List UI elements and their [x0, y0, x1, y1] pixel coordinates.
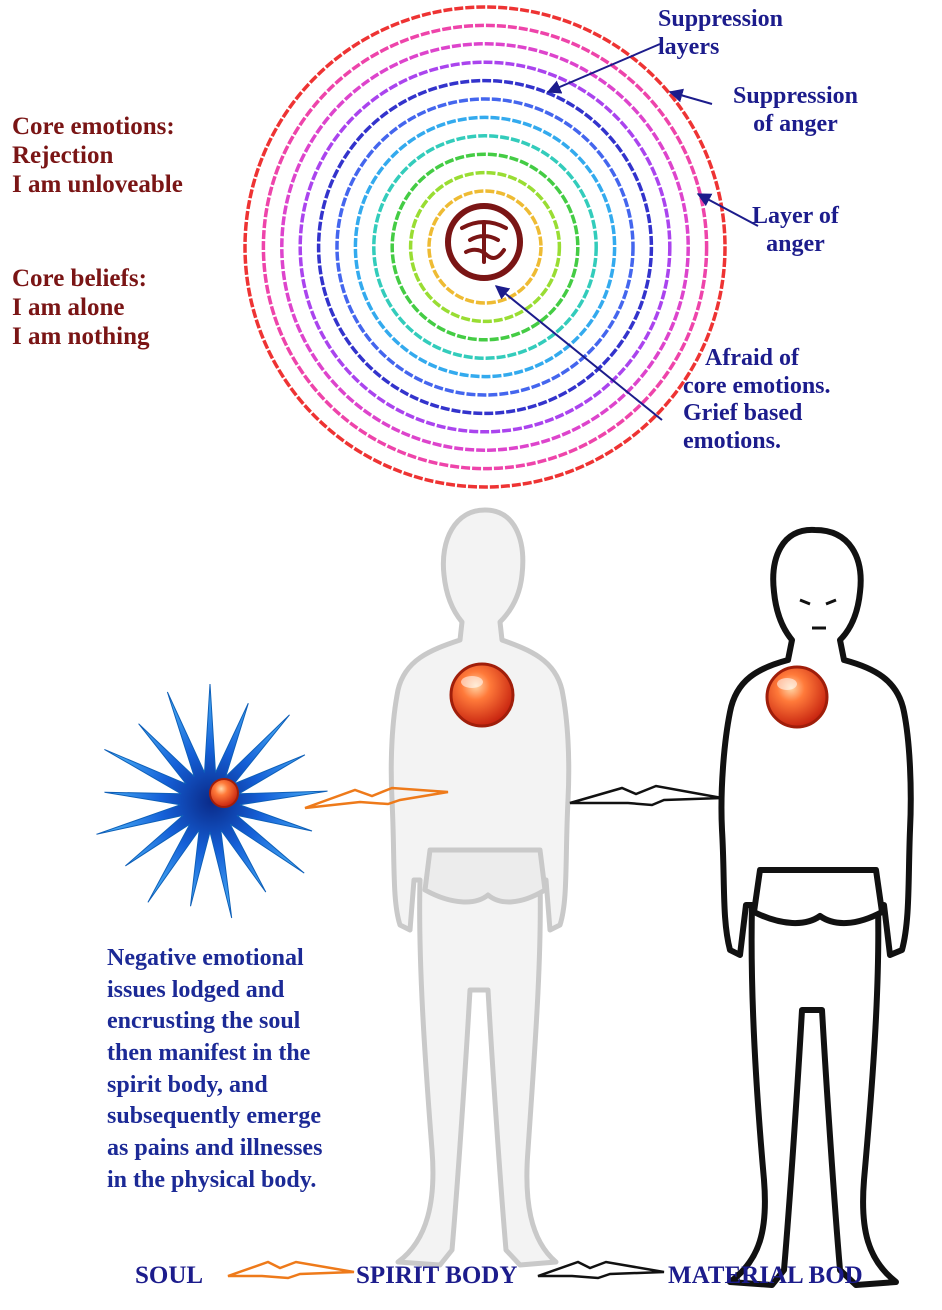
explanation-paragraph: Negative emotional issues lodged and enc…: [107, 943, 322, 1196]
starburst-icon: [97, 684, 328, 918]
black-bolt-icon: [538, 1262, 664, 1278]
arrow-layer-of-anger: [698, 194, 758, 226]
core-belief-line: I am alone: [12, 294, 150, 323]
material-heart-icon: [767, 667, 827, 727]
swirl-circle-icon: [448, 206, 520, 278]
spirit-body-figure: [391, 510, 569, 1265]
label-material-body: MATERIAL BOD: [668, 1262, 863, 1291]
spirit-heart-icon: [451, 664, 513, 726]
core-beliefs-block: Core beliefs: I am alone I am nothing: [12, 265, 150, 351]
core-belief-line: I am nothing: [12, 323, 150, 352]
label-suppression-layers: Suppression layers: [658, 6, 783, 61]
label-soul: SOUL: [135, 1262, 203, 1291]
arrow-suppression-of-anger: [670, 92, 712, 104]
label-spirit-body: SPIRIT BODY: [356, 1262, 517, 1291]
core-beliefs-heading: Core beliefs:: [12, 265, 150, 294]
label-afraid-of-core-emotions: Afraid of core emotions. Grief based emo…: [683, 345, 831, 455]
core-emotion-line: I am unloveable: [12, 171, 183, 200]
core-emotions-block: Core emotions: Rejection I am unloveable: [12, 113, 183, 199]
orange-bolt-icon: [228, 1262, 354, 1278]
core-emotions-heading: Core emotions:: [12, 113, 183, 142]
material-body-figure: [721, 530, 910, 1285]
label-suppression-of-anger: Suppression of anger: [733, 83, 858, 138]
label-layer-of-anger: Layer of anger: [752, 203, 839, 258]
core-emotion-line: Rejection: [12, 142, 183, 171]
